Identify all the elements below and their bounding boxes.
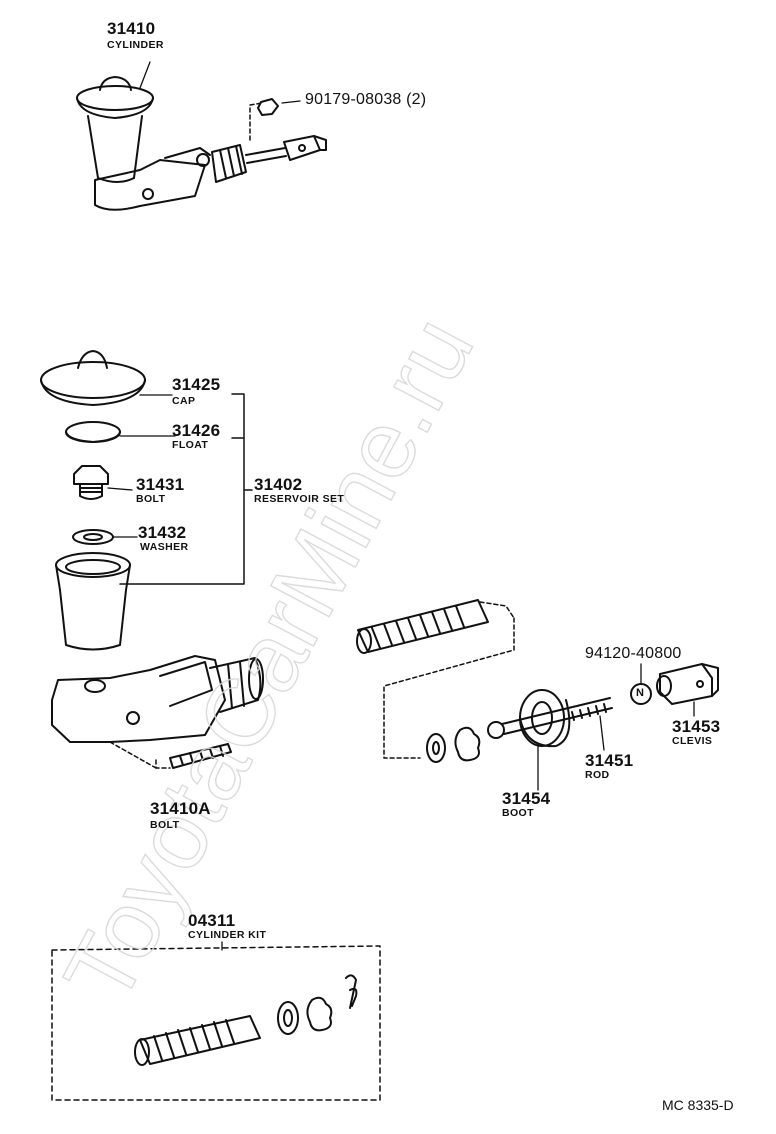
stud-bolt-name: BOLT: [150, 819, 180, 831]
cap-icon: [40, 350, 173, 406]
reservoir-set-number: 31402: [254, 475, 303, 494]
push-rod-washer-icon: [426, 733, 446, 763]
cylinder-assembly-icon: [76, 61, 327, 211]
boot-icon: [519, 689, 571, 791]
kit-snap-ring-icon: [306, 996, 333, 1032]
float-icon: [65, 421, 176, 443]
kit-washer-icon: [277, 1001, 299, 1035]
clevis-number: 31453: [672, 717, 721, 736]
boot-name: BOOT: [502, 807, 534, 819]
reservoir-set-name: RESERVOIR SET: [254, 493, 345, 505]
master-cylinder-body-icon: [51, 655, 264, 769]
kit-clip-icon: [345, 974, 358, 1009]
boot-number: 31454: [502, 789, 551, 808]
rod-name: ROD: [585, 769, 610, 781]
kit-piston-icon: [134, 1015, 261, 1066]
reservoir-icon: [55, 552, 131, 651]
clevis-name: CLEVIS: [672, 735, 713, 747]
reservoir-bolt-name: BOLT: [136, 493, 166, 505]
nut-n-icon: [630, 663, 652, 705]
stud-bolt-icon: [155, 743, 232, 769]
snap-ring-icon: [454, 726, 481, 762]
nut-n-symbol: N: [636, 687, 645, 699]
cap-number: 31425: [172, 375, 221, 394]
cylinder-kit-name: CYLINDER KIT: [188, 929, 267, 941]
cylinder-kit-box: [51, 941, 381, 1101]
nut-n-number: 94120-40800: [585, 645, 682, 662]
washer-icon: [72, 529, 138, 545]
reservoir-bolt-icon: [73, 465, 133, 500]
cylinder-name: CYLINDER: [107, 39, 164, 51]
reservoir-set-bracket: [119, 393, 253, 585]
float-number: 31426: [172, 421, 221, 440]
push-rod-icon: [487, 697, 613, 751]
cylinder-number: 31410: [107, 19, 156, 38]
cylinder-kit-number: 04311: [188, 911, 236, 930]
reservoir-bolt-number: 31431: [136, 475, 185, 494]
washer-name: WASHER: [140, 541, 189, 553]
stud-bolt-number: 31410A: [150, 799, 211, 818]
float-name: FLOAT: [172, 439, 209, 451]
piston-boot-icon: [356, 599, 515, 759]
washer-number: 31432: [138, 523, 187, 542]
diagram-reference: MC 8335-D: [662, 1097, 734, 1113]
cap-name: CAP: [172, 395, 196, 407]
nut-number: 90179-08038 (2): [305, 91, 427, 108]
rod-number: 31451: [585, 751, 634, 770]
clevis-icon: [656, 663, 719, 717]
